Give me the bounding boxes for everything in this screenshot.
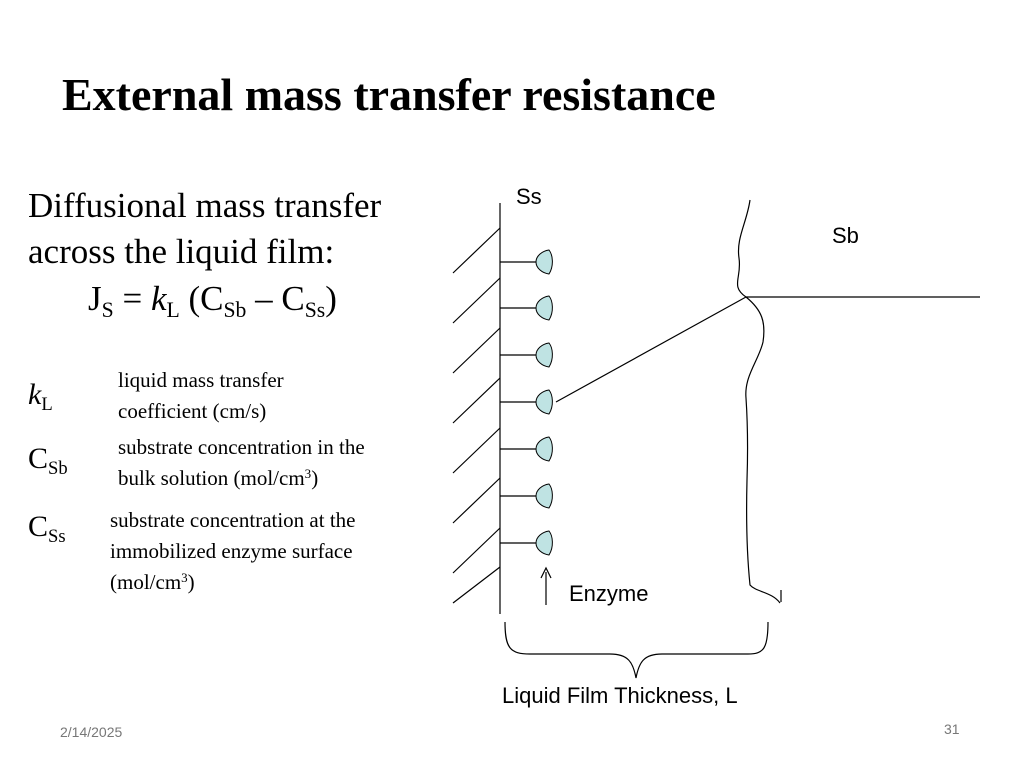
label-enzyme: Enzyme: [569, 581, 649, 606]
eq-bulk-sub: Sb: [223, 297, 247, 322]
eq-k-sub: L: [166, 297, 180, 322]
enzyme-icon: [535, 342, 553, 368]
label-bulk-concentration: Sb: [832, 223, 859, 248]
film-thickness-brace: [504, 621, 769, 679]
concentration-profile: [555, 296, 747, 403]
def-text-kl: liquid mass transfer coefficient (cm/s): [118, 368, 284, 423]
label-film-thickness: Liquid Film Thickness, L: [502, 683, 738, 708]
eq-equals: =: [122, 279, 143, 318]
eq-paren-close: ): [325, 279, 337, 318]
enzyme-icon: [535, 295, 553, 321]
eq-minus: – C: [255, 279, 305, 318]
eq-flux-sub: S: [101, 297, 114, 322]
slide-date: 2/14/2025: [60, 724, 123, 740]
def-text-csb: substrate concentration in the bulk solu…: [118, 435, 365, 490]
label-surface-concentration: Ss: [516, 184, 542, 209]
intro-line-1: Diffusional mass transfer: [28, 186, 382, 225]
intro-line-2: across the liquid film:: [28, 232, 335, 271]
enzyme-icon: [535, 530, 553, 556]
enzyme-stalks: [500, 261, 536, 544]
def-symbol-css: CSs: [28, 510, 66, 547]
slide-title: External mass transfer resistance: [62, 69, 716, 120]
eq-surface-sub: Ss: [304, 297, 326, 322]
eq-paren-open: (C: [188, 279, 224, 318]
def-text-css: substrate concentration at the immobiliz…: [110, 508, 356, 594]
enzyme-icon: [535, 483, 553, 509]
enzyme-icon: [535, 436, 553, 462]
slide-number: 31: [944, 721, 960, 737]
eq-flux: J: [88, 279, 102, 318]
intro-text: Diffusional mass transfer across the liq…: [28, 183, 381, 275]
enzyme-icon: [535, 389, 553, 415]
eq-k: k: [150, 279, 167, 318]
wall-hatching: [452, 227, 501, 604]
def-symbol-kl: kL: [28, 378, 53, 415]
enzyme-icon: [535, 249, 553, 275]
flux-equation: JS = kL (CSb – CSs): [88, 279, 337, 322]
def-symbol-csb: CSb: [28, 442, 68, 479]
enzyme-molecules: [535, 249, 553, 556]
film-boundary: [736, 199, 781, 604]
